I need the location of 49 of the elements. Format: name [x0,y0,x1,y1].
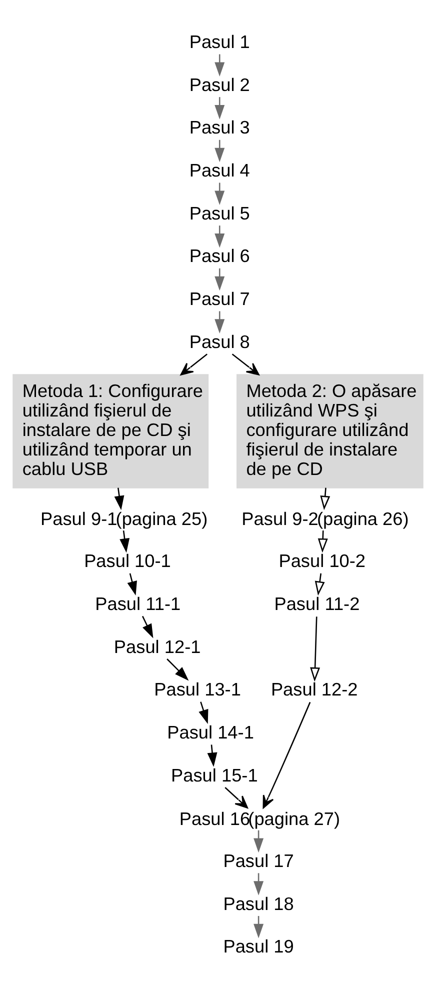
node-label: (pagina 26) [316,508,409,529]
arrow [214,97,225,120]
arrow [214,226,225,248]
arrow [232,354,260,376]
node-text: Pasul 18 [223,894,294,914]
node-label: (pagina 25) [116,508,208,529]
node-text: Pasul 4 [189,160,250,181]
node-text: Pasul 2 [189,74,250,95]
arrow [166,658,189,681]
node-text: Pasul 17 [223,850,294,871]
node-text: Pasul 9-2 [242,508,318,529]
node-label: (pagina 27) [248,808,340,829]
node-text: Pasul 13-1 [154,680,241,700]
node-text: Pasul 10-1 [84,551,171,572]
node-text: Pasul 12-1 [114,636,201,657]
node-text: Pasul 11-1 [95,594,181,614]
arrow [262,702,311,809]
node-text: Pasul 6 [189,246,250,266]
node-text: Pasul 12-2 [270,680,358,700]
node-text: Pasul 16 [179,808,250,829]
node-text: Pasul 8 [189,332,250,352]
arrow [114,488,124,510]
node-text: Pasul 7 [189,288,250,309]
node-text: Pasul 15-1 [171,765,258,786]
arrow [224,787,248,808]
arrow [214,54,225,76]
arrow [310,616,320,682]
arrow [180,354,208,376]
arrow [214,140,225,162]
arrow [314,573,325,596]
arrow [198,702,208,724]
node-text: Pasul 3 [189,118,250,138]
node-text: Pasul 1 [189,32,250,52]
arrow [320,488,330,510]
arrow [214,311,225,334]
node-text: Pasul 14-1 [167,722,254,742]
node-text: Pasul 10-2 [278,551,366,572]
node-text: Pasul 5 [189,203,250,224]
node-box: Metoda 1: Configurare utilizând fişierul de instalare de pe CD şi utilizând temporar un cablu USB [12,374,209,488]
arrow [214,182,225,205]
arrow [120,530,130,553]
node-text: Pasul 9-1 [40,508,118,529]
arrow [142,616,154,638]
node-box: Metoda 2: O apăsare utilizând WPS şi configurare utilizând fişierul de instalare de pe CD [236,374,424,488]
arrow [214,268,225,291]
node-text: Pasul 19 [223,936,294,957]
arrow [127,573,137,596]
node-text: Pasul 11-2 [274,594,360,614]
arrow [207,744,218,767]
